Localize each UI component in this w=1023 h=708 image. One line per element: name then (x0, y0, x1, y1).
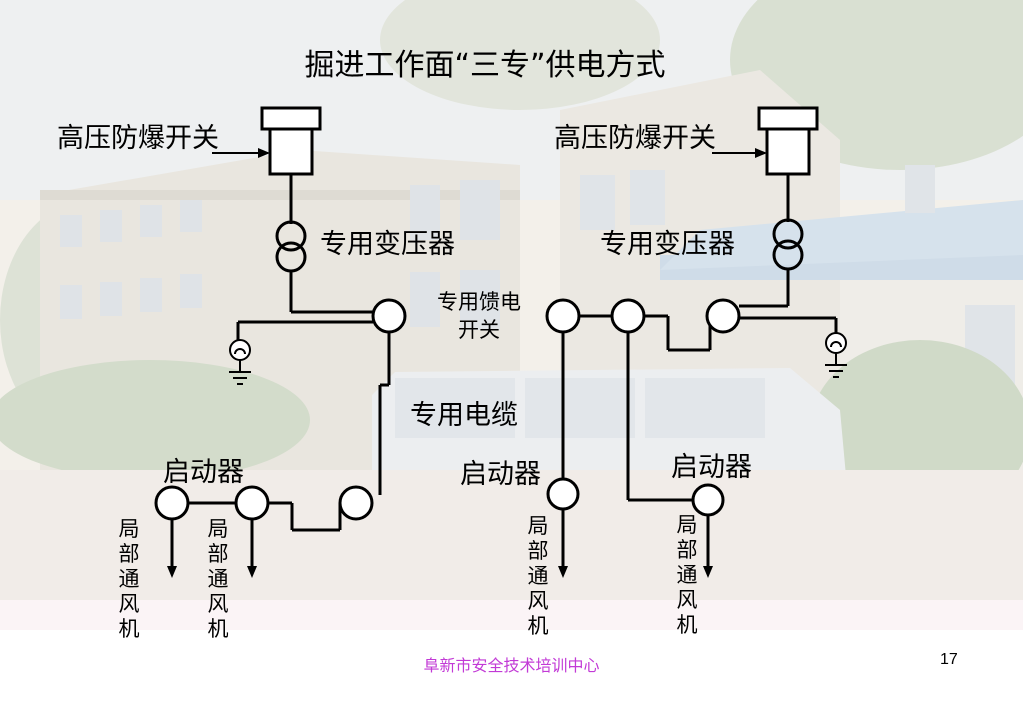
feed-switch-label: 专用馈电 开关 (424, 288, 534, 344)
feed-switch-center-symbol (545, 298, 741, 352)
transformer-right-symbol (772, 218, 804, 271)
hv-switch-right-symbol (712, 106, 819, 176)
hv-switch-left-label: 高压防爆开关 (57, 123, 219, 154)
hv-switch-left-symbol (212, 106, 322, 176)
page-title: 掘进工作面“三专”供电方式 (304, 48, 666, 83)
transformer-right-label: 专用变压器 (600, 229, 735, 260)
feed-switch-label-line2: 开关 (458, 318, 500, 342)
starter-mid-symbol (546, 477, 580, 511)
hv-switch-right-label: 高压防爆开关 (554, 123, 716, 154)
page-number: 17 (940, 651, 958, 668)
starter-right-symbol (691, 483, 725, 517)
fan-label-4: 局部通风机 (676, 513, 698, 637)
starter-left-label: 启动器 (163, 457, 244, 488)
feed-switch-left-symbol (371, 298, 407, 334)
starter-right-label: 启动器 (671, 452, 752, 483)
fan-label-3: 局部通风机 (527, 514, 549, 638)
transformer-left-label: 专用变压器 (320, 229, 455, 260)
feed-switch-label-line1: 专用馈电 (437, 290, 521, 314)
cable-label: 专用电缆 (410, 400, 518, 431)
footer-org: 阜新市安全技术培训中心 (423, 656, 600, 675)
fan-label-2: 局部通风机 (207, 517, 229, 641)
starter-chain-left (154, 485, 374, 578)
starter-mid-label: 启动器 (460, 459, 541, 490)
fan-label-1: 局部通风机 (118, 517, 140, 641)
transformer-left-symbol (275, 220, 307, 273)
